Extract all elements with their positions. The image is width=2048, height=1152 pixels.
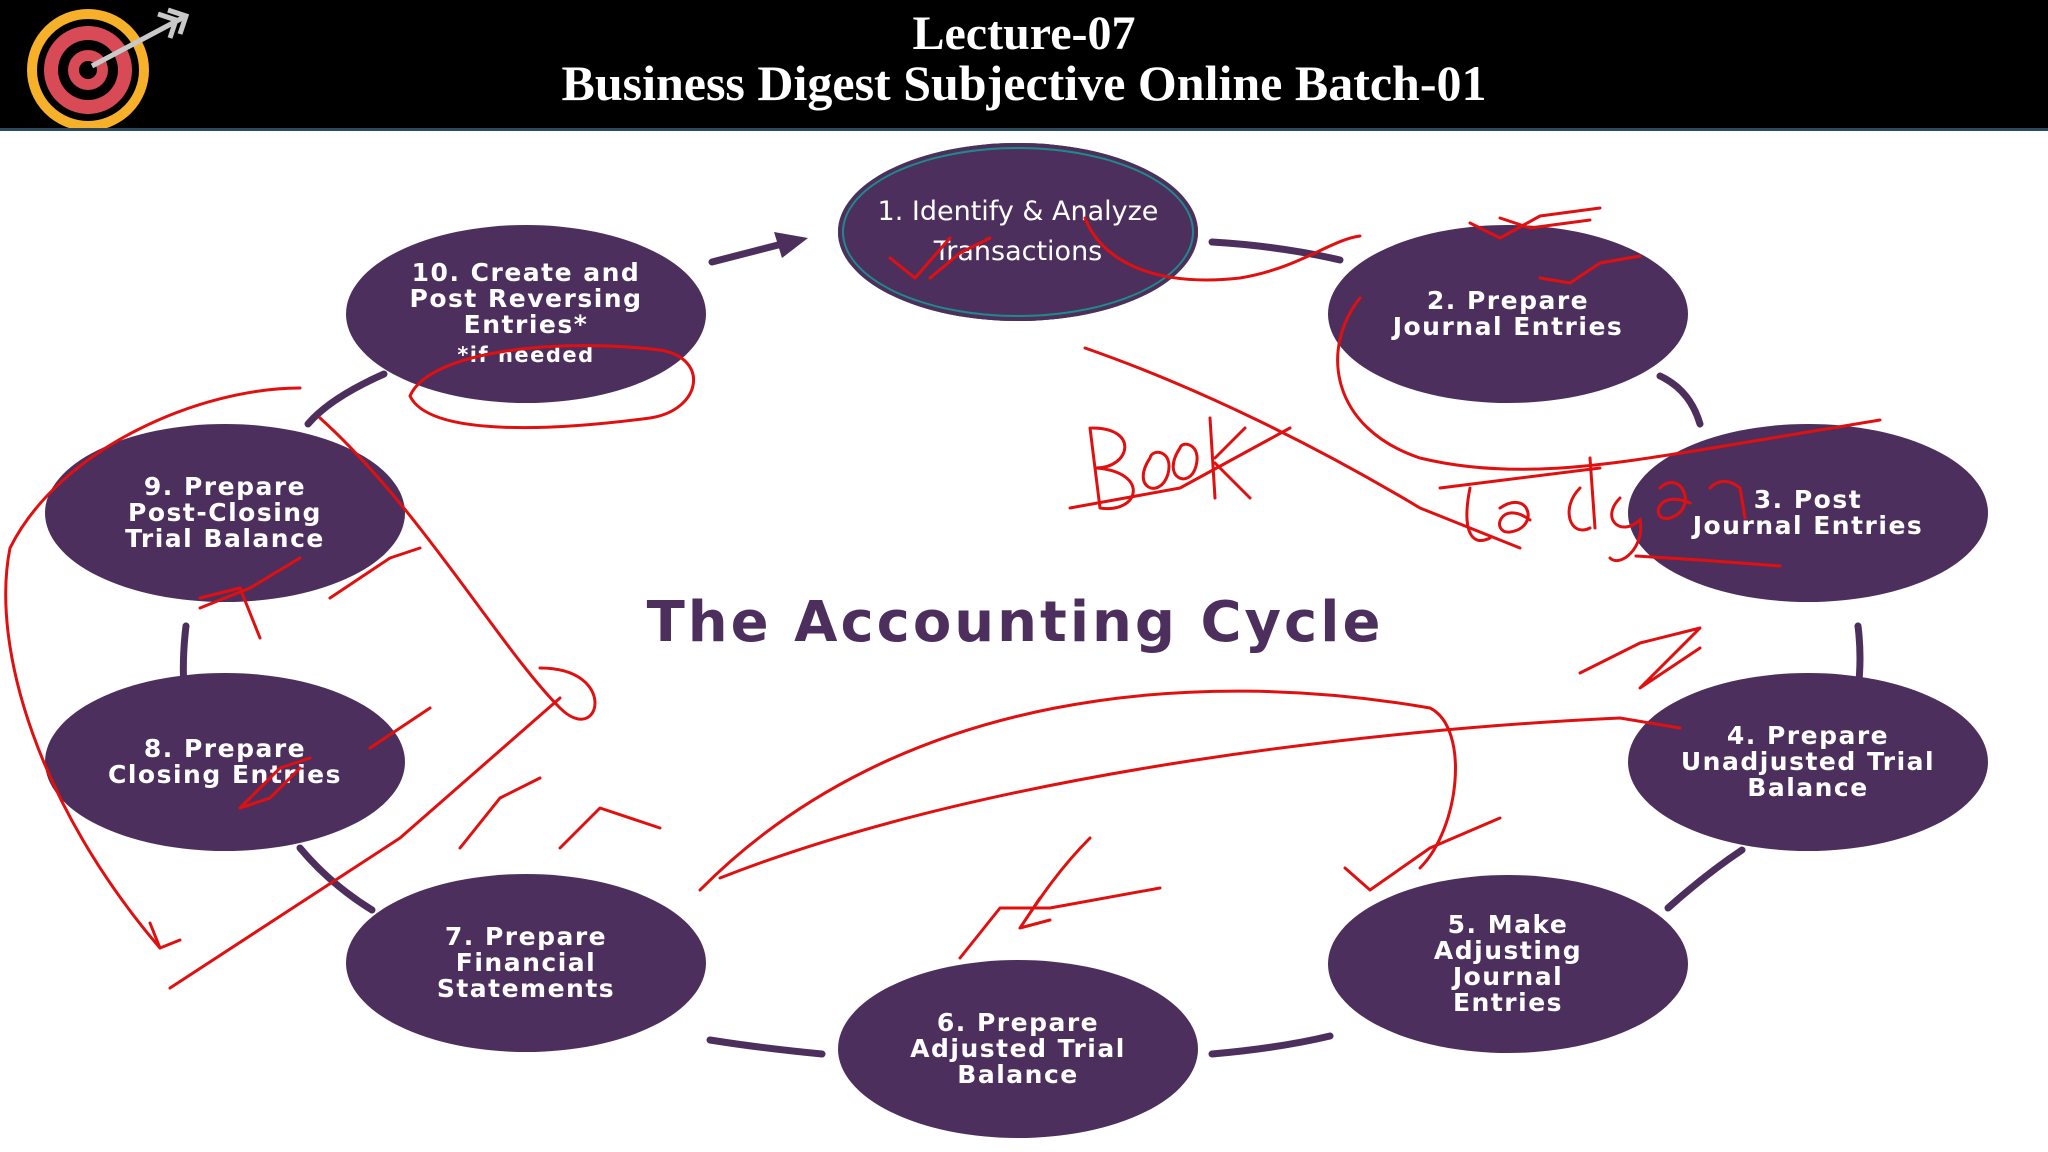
step-3-node: 3. Post Journal Entries (1628, 424, 1988, 602)
step-4-label: 4. Prepare Unadjusted Trial Balance (1680, 721, 1936, 802)
book-link-stroke (1083, 216, 1362, 282)
diagram-title: The Accounting Cycle (646, 590, 1384, 655)
step-6-node: 6. Prepare Adjusted Trial Balance (838, 960, 1198, 1138)
check-mark (1468, 206, 1602, 240)
ledger-word-scribble (1465, 456, 1747, 562)
step-7-node: 7. Prepare Financial Statements (346, 874, 706, 1052)
flow-curve (698, 689, 1457, 892)
step-7-label: 7. Prepare Financial Statements (436, 922, 616, 1003)
step-8-label: 8. Prepare Closing Entries (108, 734, 342, 789)
step-9-strike (198, 586, 262, 640)
check-mark (238, 706, 432, 810)
book-link-stroke (1083, 346, 1522, 550)
target-logo-icon (27, 7, 190, 128)
book-word-scribble (1088, 416, 1252, 511)
check-mark (458, 776, 662, 850)
arrow-stroke (148, 921, 182, 950)
arrow-stroke (1018, 836, 1092, 930)
book-cross-stroke (1068, 426, 1292, 510)
step-3-label: 3. Post Journal Entries (1692, 485, 1924, 540)
big-bracket-curve (4, 386, 302, 950)
step-2-label: 2. Prepare Journal Entries (1392, 286, 1624, 341)
step-4-node: 4. Prepare Unadjusted Trial Balance (1628, 673, 1988, 851)
step-8-node: 8. Prepare Closing Entries (45, 673, 405, 851)
step-2-node: 2. Prepare Journal Entries (1328, 225, 1688, 403)
step-1-node: 1. Identify & Analyze Transactions (838, 143, 1198, 321)
check-mark (1538, 254, 1642, 285)
step-5-node: 5. Make Adjusting Journal Entries (1328, 875, 1688, 1053)
accounting-cycle-diagram: 1. Identify & Analyze Transactions 2. Pr… (0, 128, 2048, 1152)
ledger-curve (1336, 296, 1882, 471)
check-mark (958, 886, 1162, 960)
unadjusted-underline (1634, 554, 1782, 568)
step-5-label: 5. Make Adjusting Journal Entries (1433, 910, 1583, 1017)
reverse-entries-circle (408, 344, 696, 430)
check-mark (198, 546, 422, 610)
check-mark (1578, 626, 1702, 690)
flow-curve (718, 716, 1682, 880)
batch-title: Business Digest Subjective Online Batch-… (561, 55, 1487, 111)
slash-stroke (168, 696, 562, 990)
arrow-icon (708, 232, 808, 266)
step-8-strike (238, 766, 302, 810)
big-bracket-curve (318, 416, 597, 721)
lecture-title: Lecture-07 (912, 7, 1136, 60)
step-10-node: 10. Create and Post Reversing Entries* *… (346, 225, 706, 403)
step-10-label: 10. Create and Post Reversing Entries* (409, 258, 643, 339)
check-mark (1343, 816, 1502, 892)
step-9-label: 9. Prepare Post-Closing Trial Balance (125, 472, 325, 553)
check-mark (888, 236, 992, 280)
ledger-underline (1438, 466, 1602, 490)
header-bar: Lecture-07 Business Digest Subjective On… (0, 0, 2048, 131)
handwritten-annotations (4, 206, 1882, 990)
step-6-label: 6. Prepare Adjusted Trial Balance (910, 1008, 1126, 1089)
step-9-node: 9. Prepare Post-Closing Trial Balance (45, 424, 405, 602)
